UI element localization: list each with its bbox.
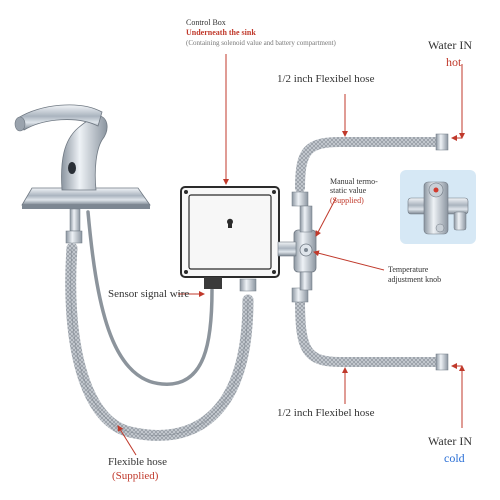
valve-supplied-label: (Supplied) bbox=[330, 196, 364, 206]
control-box bbox=[181, 187, 279, 291]
hose-bottom-label: 1/2 inch Flexibel hose bbox=[277, 407, 374, 420]
faucet bbox=[15, 105, 150, 243]
control-box-subtitle: Underneath the sink bbox=[186, 28, 256, 38]
sensor-wire-label: Sensor signal wire bbox=[108, 288, 189, 301]
hot-label: hot bbox=[446, 55, 461, 69]
cold-hose bbox=[300, 300, 440, 362]
flexible-hose-label: Flexible hose bbox=[108, 456, 167, 469]
valve-photo bbox=[400, 170, 476, 244]
cold-label: cold bbox=[444, 451, 465, 465]
knob-label-line2: adjustment knob bbox=[388, 275, 441, 285]
knob-label-line1: Temperature bbox=[388, 265, 428, 275]
water-in-hot-label: Water IN bbox=[428, 38, 472, 52]
water-in-cold-label: Water IN bbox=[428, 434, 472, 448]
hose-top-label: 1/2 inch Flexibel hose bbox=[277, 73, 374, 86]
flexible-hose-supplied-label: (Supplied) bbox=[112, 470, 158, 483]
sensor-eye-icon bbox=[68, 162, 76, 174]
control-box-note: (Containing solenoid value and battery c… bbox=[186, 38, 336, 48]
control-box-title: Control Box bbox=[186, 18, 226, 28]
thermostatic-valve bbox=[278, 206, 316, 290]
valve-label-line2: static value bbox=[330, 186, 366, 196]
